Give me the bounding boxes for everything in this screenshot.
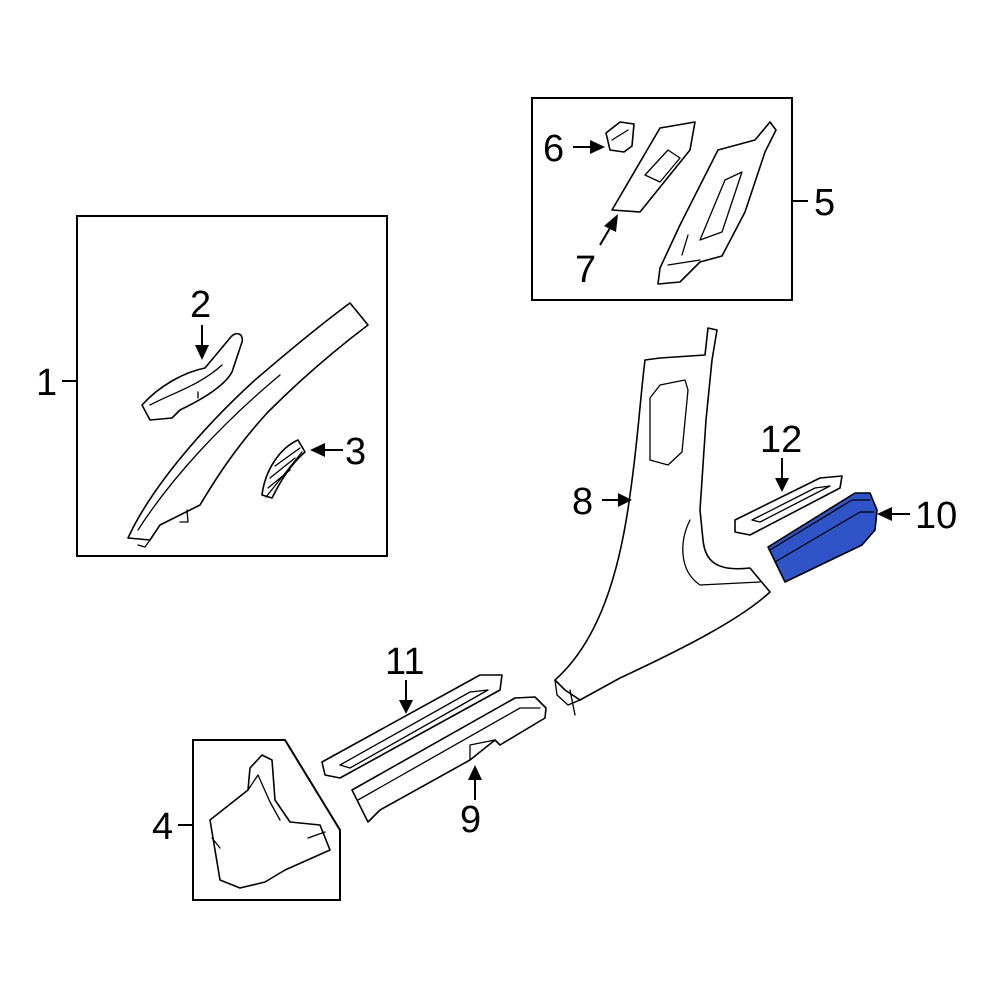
callout-6[interactable]: 6 xyxy=(543,128,564,170)
callout-8[interactable]: 8 xyxy=(572,481,593,523)
arrow-7 xyxy=(604,214,618,232)
arrow-2 xyxy=(195,345,209,360)
arrow-11 xyxy=(399,700,413,714)
part-grab-handle[interactable] xyxy=(141,332,244,421)
callout-1[interactable]: 1 xyxy=(36,362,57,404)
arrow-6 xyxy=(590,140,605,154)
callout-2[interactable]: 2 xyxy=(190,284,211,326)
callout-4[interactable]: 4 xyxy=(152,806,173,848)
part-b-pillar-trim[interactable] xyxy=(554,327,771,716)
callout-10[interactable]: 10 xyxy=(915,495,957,537)
part-kick-panel[interactable] xyxy=(209,754,331,889)
part-front-sill-trim[interactable] xyxy=(351,696,547,823)
arrow-8 xyxy=(618,493,632,507)
callout-3[interactable]: 3 xyxy=(345,431,366,473)
group-box-4 xyxy=(192,739,341,901)
part-upper-trim-panel[interactable] xyxy=(611,121,696,213)
callout-9[interactable]: 9 xyxy=(460,799,481,841)
callout-12[interactable]: 12 xyxy=(760,419,802,461)
part-trim-grille[interactable] xyxy=(261,439,306,499)
part-upper-pillar-trim[interactable] xyxy=(657,121,777,285)
arrow-9 xyxy=(468,765,482,780)
group-box-5 xyxy=(531,97,793,301)
part-a-pillar-trim[interactable] xyxy=(127,302,369,548)
callout-5[interactable]: 5 xyxy=(814,182,835,224)
leader-7 xyxy=(599,227,611,246)
callout-11[interactable]: 11 xyxy=(385,641,424,683)
arrow-10 xyxy=(877,507,892,521)
callout-7[interactable]: 7 xyxy=(575,249,596,291)
arrow-3 xyxy=(310,443,325,457)
part-clip[interactable] xyxy=(605,121,635,153)
part-rear-scuff-plate[interactable] xyxy=(734,475,843,536)
arrow-12 xyxy=(775,478,789,492)
part-front-scuff-plate[interactable] xyxy=(321,674,503,779)
group-box-1 xyxy=(76,215,388,557)
part-rear-sill-trim-highlighted[interactable] xyxy=(767,492,878,583)
